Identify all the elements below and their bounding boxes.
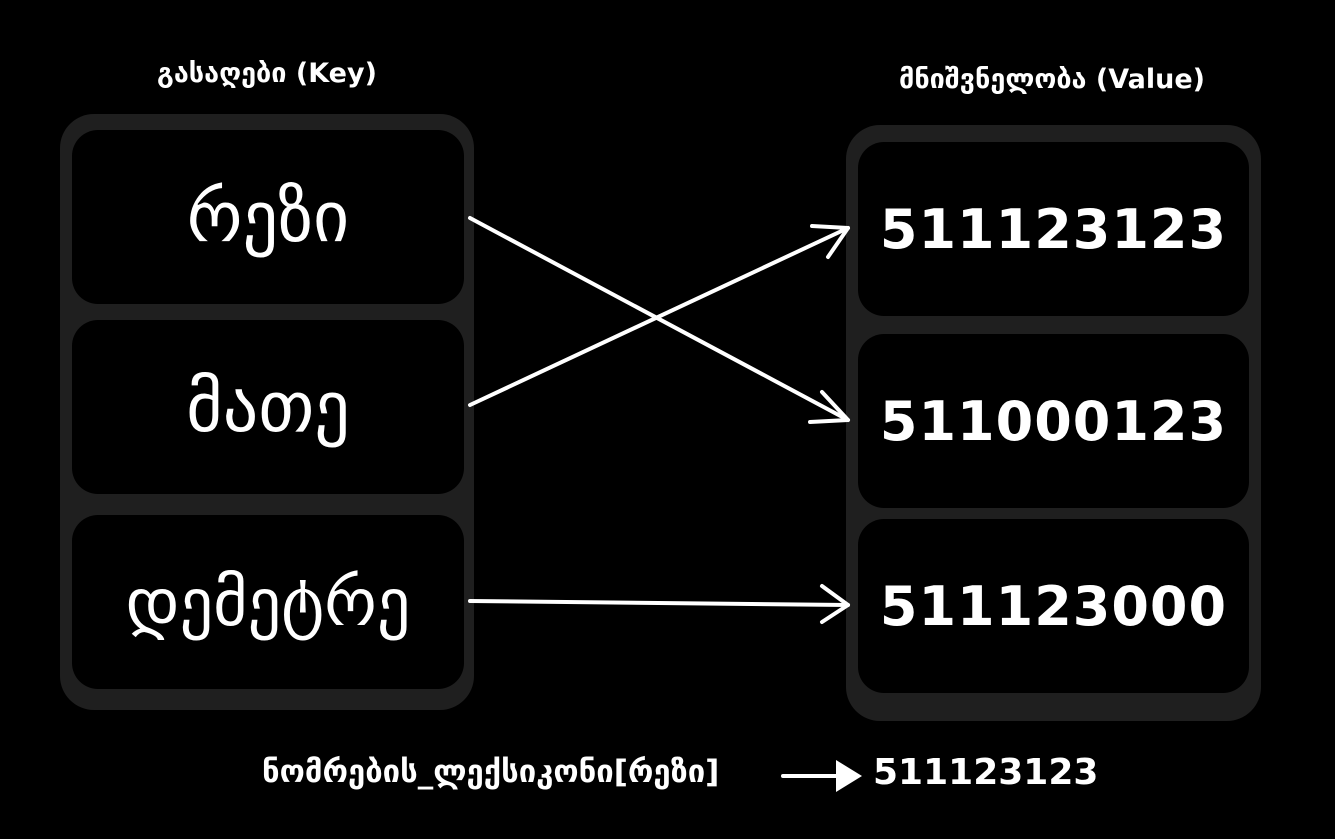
values-column-title: მნიშვნელობა (Value) xyxy=(898,64,1206,95)
keys-panel: რეზი მათე დემეტრე xyxy=(60,114,474,710)
key-cell: მათე xyxy=(72,320,464,494)
mapping-arrow xyxy=(468,226,850,407)
arrowhead xyxy=(808,390,850,424)
value-label: 511123123 xyxy=(879,197,1228,261)
key-label: დემეტრე xyxy=(125,563,411,641)
mapping-arrow xyxy=(468,599,850,607)
key-label: მათე xyxy=(186,366,350,448)
value-cell: 511000123 xyxy=(858,334,1249,508)
values-panel: 511123123 511000123 511123000 xyxy=(846,125,1261,721)
lookup-arrowhead xyxy=(836,760,862,792)
arrowhead xyxy=(820,584,850,624)
value-cell: 511123123 xyxy=(858,142,1249,316)
key-label: რეზი xyxy=(186,176,350,258)
value-label: 511123000 xyxy=(879,574,1228,638)
arrowhead xyxy=(810,224,850,259)
lookup-result: 511123123 xyxy=(873,752,1099,793)
keys-column-title: გასაღები (Key) xyxy=(157,58,377,89)
mapping-arrow xyxy=(468,216,850,422)
key-cell: დემეტრე xyxy=(72,515,464,689)
lookup-expression: ნომრების_ლექსიკონი[რეზი] xyxy=(262,754,720,790)
key-cell: რეზი xyxy=(72,130,464,304)
value-label: 511000123 xyxy=(879,389,1228,453)
value-cell: 511123000 xyxy=(858,519,1249,693)
